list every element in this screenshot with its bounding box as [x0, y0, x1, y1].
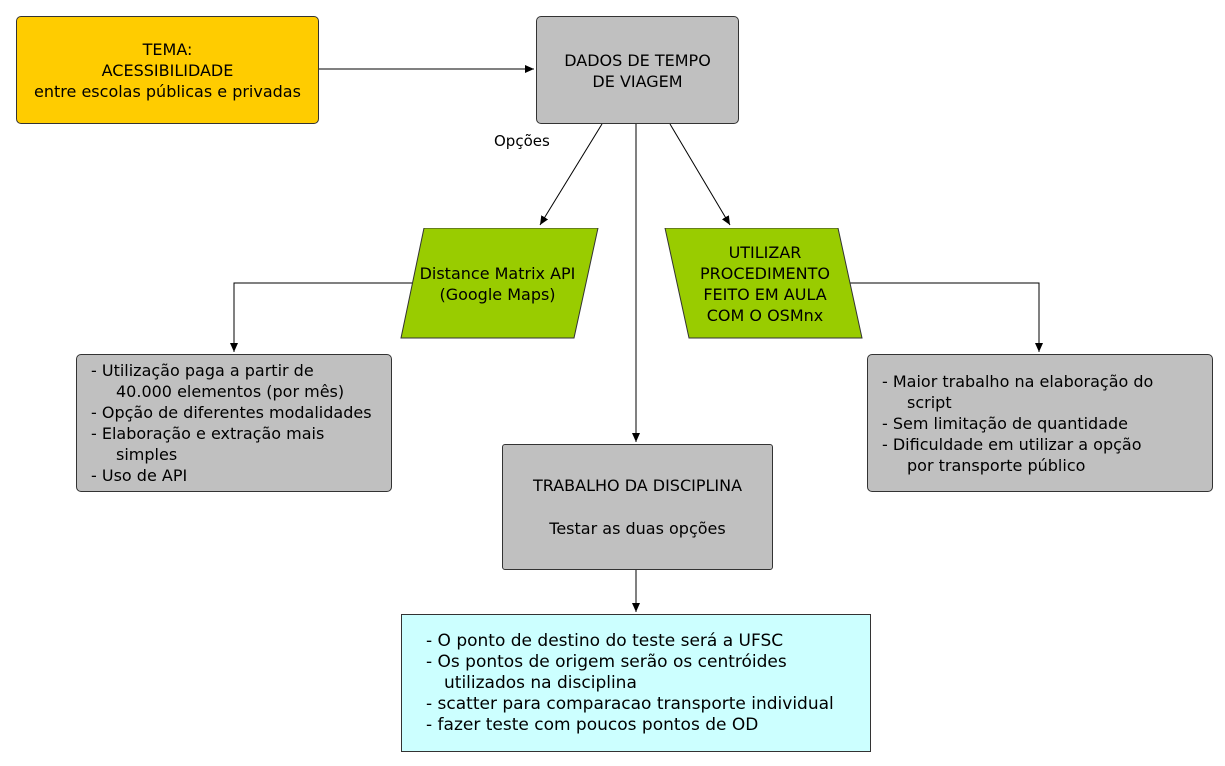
list-item: por transporte público [907, 455, 1086, 475]
tema-line-2: ACESSIBILIDADE [101, 60, 234, 80]
distance-matrix-node: Distance Matrix API (Google Maps) [405, 228, 590, 340]
osmnx-line-3: FEITO EM AULA [703, 285, 827, 304]
osmnx-notes-list: - Maior trabalho na elaboração do script… [882, 371, 1198, 476]
edge-label-opcoes: Opções [494, 132, 550, 150]
edge-dados-to-distance-matrix [539, 123, 603, 226]
list-item: - Sem limitação de quantidade [882, 413, 1129, 433]
dados-line-1: DADOS DE TEMPO [564, 51, 711, 70]
tema-node: TEMA: ACESSIBILIDADE entre escolas públi… [16, 16, 319, 124]
osmnx-notes: - Maior trabalho na elaboração do script… [867, 354, 1213, 492]
osmnx-node: UTILIZAR PROCEDIMENTO FEITO EM AULA COM … [674, 228, 856, 340]
distance-matrix-line-2: (Google Maps) [439, 285, 556, 304]
list-item: utilizados na disciplina [444, 672, 637, 693]
list-item: - scatter para comparacao transporte ind… [426, 693, 834, 714]
dados-tempo-viagem-node: DADOS DE TEMPO DE VIAGEM [536, 16, 739, 124]
list-item: - Maior trabalho na elaboração do script [882, 371, 1159, 412]
edge-distance-matrix-to-left-list [230, 282, 422, 352]
distance-matrix-notes-list: - Utilização paga a partir de 40.000 ele… [91, 360, 377, 486]
osmnx-line-4: COM O OSMnx [706, 306, 824, 325]
list-item: - Uso de API [91, 466, 188, 485]
trabalho-subtitle: Testar as duas opções [549, 519, 726, 538]
trabalho-title: TRABALHO DA DISCIPLINA [532, 476, 743, 495]
distance-matrix-node-shape [400, 228, 599, 339]
osmnx-line-1: UTILIZAR [728, 243, 802, 262]
list-item: - Dificuldade em utilizar a opção [882, 434, 1142, 454]
test-plan-notes: - O ponto de destino do teste será a UFS… [401, 614, 871, 752]
osmnx-line-2: PROCEDIMENTO [700, 264, 830, 283]
edge-dados-to-osmnx [669, 123, 731, 226]
distance-matrix-line-1: Distance Matrix API [419, 264, 576, 283]
tema-line-1: TEMA: [142, 39, 193, 59]
list-item: 40.000 elementos (por mês) [116, 382, 345, 401]
list-item: - Opção de diferentes modalidades [91, 403, 372, 422]
tema-line-3: entre escolas públicas e privadas [34, 81, 301, 101]
list-item: - Os pontos de origem serão os centróide… [426, 651, 787, 672]
list-item: - Utilização paga a partir de [91, 361, 314, 380]
trabalho-disciplina-node: TRABALHO DA DISCIPLINA Testar as duas op… [502, 444, 773, 570]
list-item: - O ponto de destino do teste será a UFS… [426, 630, 784, 651]
list-item: - fazer teste com poucos pontos de OD [426, 714, 759, 735]
test-plan-notes-list: - O ponto de destino do teste será a UFS… [426, 631, 846, 736]
distance-matrix-notes: - Utilização paga a partir de 40.000 ele… [76, 354, 392, 492]
edge-osmnx-to-right-list [846, 282, 1043, 352]
dados-line-2: DE VIAGEM [592, 72, 683, 91]
osmnx-node-shape [664, 228, 863, 339]
list-item: - Elaboração e extração mais simples [91, 424, 330, 464]
